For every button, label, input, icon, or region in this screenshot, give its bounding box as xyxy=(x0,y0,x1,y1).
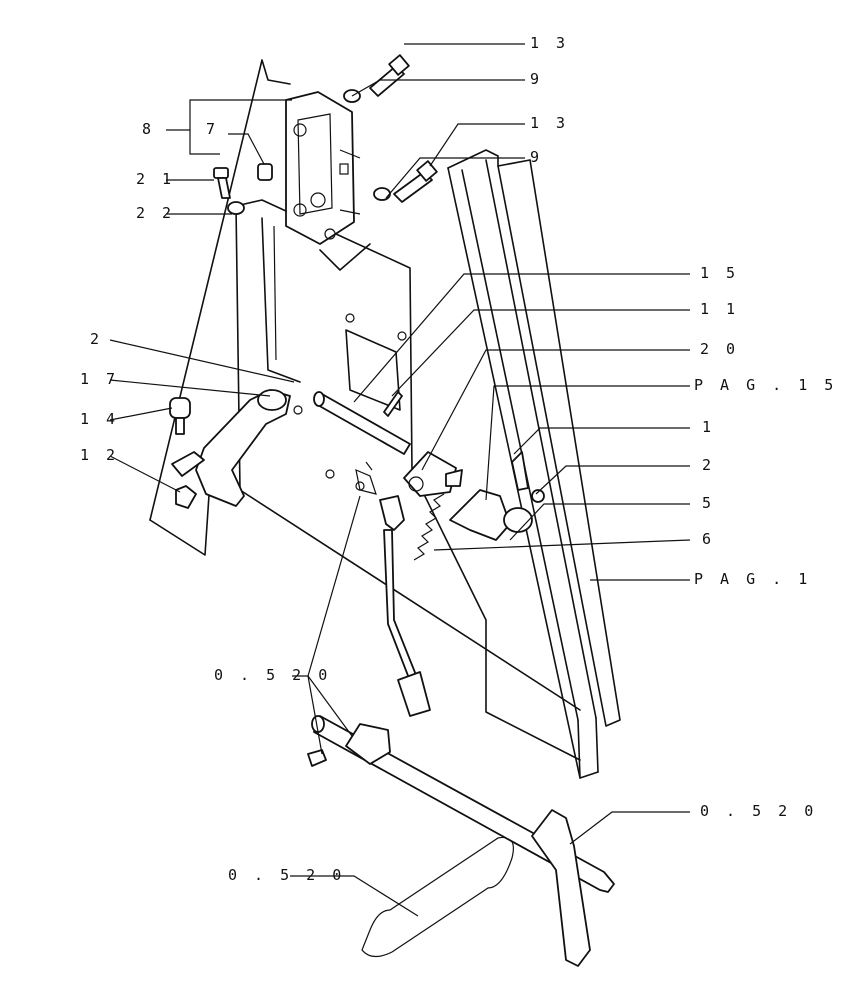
pedal-arm xyxy=(169,389,291,509)
callout-6: 6 xyxy=(702,530,715,548)
callout-13-mid: 1 3 xyxy=(530,114,569,132)
callout-12: 1 2 xyxy=(80,446,119,464)
callout-1: 1 xyxy=(702,418,715,436)
top-bolts xyxy=(213,54,438,215)
callout-labels: 1 3 9 1 3 9 8 7 2 1 2 2 1 5 1 1 2 0 P A … xyxy=(80,34,837,884)
callout-22: 2 2 xyxy=(136,204,175,222)
callout-21: 2 1 xyxy=(136,170,175,188)
callout-9-mid: 9 xyxy=(530,148,543,166)
callout-pag1: P A G . 1 xyxy=(694,570,811,588)
callout-5: 5 xyxy=(702,494,715,512)
springs xyxy=(361,493,514,958)
callout-0520-right: 0 . 5 2 0 xyxy=(700,802,817,820)
lever-assembly xyxy=(403,451,545,541)
callout-7: 7 xyxy=(206,120,219,138)
callout-pag15: P A G . 1 5 xyxy=(694,376,837,394)
callout-11: 1 1 xyxy=(700,300,739,318)
callout-15: 1 5 xyxy=(700,264,739,282)
rod-and-cross-shaft xyxy=(307,461,615,967)
callout-13-top: 1 3 xyxy=(530,34,569,52)
callout-14: 1 4 xyxy=(80,410,119,428)
callout-2-left: 2 xyxy=(90,330,103,348)
callout-0520-bottom: 0 . 5 2 0 xyxy=(228,866,345,884)
callout-20: 2 0 xyxy=(700,340,739,358)
leader-lines xyxy=(109,43,691,917)
callout-0520-left: 0 . 5 2 0 xyxy=(214,666,331,684)
back-plate xyxy=(149,59,581,761)
callout-9-top: 9 xyxy=(530,70,543,88)
frame-column xyxy=(447,149,621,779)
callout-2-right: 2 xyxy=(702,456,715,474)
top-bracket xyxy=(285,91,361,245)
callout-17: 1 7 xyxy=(80,370,119,388)
callout-8: 8 xyxy=(142,120,155,138)
pivot-shaft xyxy=(313,391,411,455)
